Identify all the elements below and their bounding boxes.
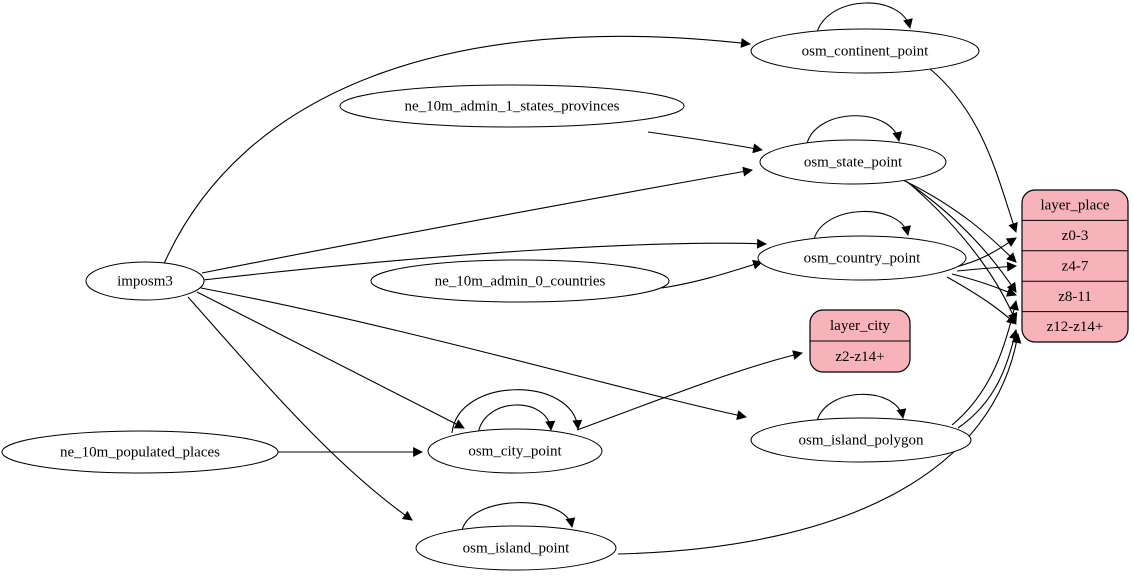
self-loop-osm_continent_point xyxy=(816,2,913,33)
node-osm_city_point: osm_city_point xyxy=(427,428,603,474)
record-row-layer_place-z4-7: z4-7 xyxy=(1062,258,1089,274)
node-osm_country_point: osm_country_point xyxy=(757,235,967,281)
table-node-shape xyxy=(415,525,617,571)
edge-imposm3-osm_country_point xyxy=(202,238,767,281)
record-title-layer_place: layer_place xyxy=(1040,198,1109,214)
table-node-shape xyxy=(757,235,967,281)
source-node-shape xyxy=(85,261,205,301)
node-osm_island_polygon: osm_island_polygon xyxy=(750,417,972,463)
node-ne_10m_admin_0_countries: ne_10m_admin_0_countries xyxy=(370,259,670,303)
node-ne_10m_populated_places: ne_10m_populated_places xyxy=(1,430,279,474)
source-node-shape xyxy=(339,84,685,128)
record-node-layer_city: layer_city z2-z14+ xyxy=(809,309,911,373)
table-node-shape xyxy=(750,417,972,463)
edge-ne_10m_admin_1_states_provinces-osm_state_point xyxy=(647,131,763,154)
edge-imposm3-osm_city_point xyxy=(196,291,465,429)
node-label-osm_state_point: osm_state_point xyxy=(804,154,903,170)
edge-imposm3-osm_island_point xyxy=(187,296,413,521)
edge-ne_10m_admin_0_countries-osm_country_point xyxy=(661,259,763,289)
edge-osm_country_point-layer_place-z8-11 xyxy=(951,273,1017,297)
record-row-layer_place-z8-11: z8-11 xyxy=(1058,289,1092,305)
node-osm_island_point: osm_island_point xyxy=(415,525,617,571)
self-loop-osm_island_point xyxy=(461,502,576,531)
edge-imposm3-osm_state_point xyxy=(201,166,753,274)
edge-imposm3-osm_island_polygon xyxy=(200,287,747,420)
edge-osm_island_polygon-layer_place-z8-11 xyxy=(951,300,1019,426)
record-shape xyxy=(1021,189,1129,343)
self-loop-osm_state_point xyxy=(806,115,903,144)
edge-osm_continent_point-layer_place-z0-3 xyxy=(928,67,1018,233)
edge-osm_state_point-layer_place-z8-11 xyxy=(906,181,1017,293)
node-label-osm_island_point: osm_island_point xyxy=(463,540,571,556)
node-label-osm_island_polygon: osm_island_polygon xyxy=(798,432,924,448)
record-node-layer_place: layer_place z0-3 z4-7 z8-11 z12-z14+ xyxy=(1021,189,1129,343)
record-row-layer_place-z0-3: z0-3 xyxy=(1062,228,1089,244)
edge-layer xyxy=(162,2,1022,555)
record-row-layer_city-z2-z14+: z2-z14+ xyxy=(835,349,884,365)
edge-osm_country_point-layer_place-z4-7 xyxy=(956,261,1017,272)
edge-osm_state_point-layer_place-z4-7 xyxy=(902,179,1017,263)
source-node-shape xyxy=(370,259,670,303)
node-label-imposm3: imposm3 xyxy=(117,273,173,289)
node-osm_state_point: osm_state_point xyxy=(759,139,947,185)
table-node-shape xyxy=(427,428,603,474)
self-loop-osm_city_point xyxy=(477,404,556,435)
record-row-layer_place-z12-z14+: z12-z14+ xyxy=(1047,319,1104,335)
node-label-ne_10m_admin_0_countries: ne_10m_admin_0_countries xyxy=(435,273,606,289)
edge-osm_island_point-layer_place-z12-z14+ xyxy=(617,333,1022,555)
self-loop-osm_country_point xyxy=(813,210,911,240)
self-loop-osm_island_polygon xyxy=(816,393,907,422)
source-node-shape xyxy=(1,430,279,474)
node-label-osm_country_point: osm_country_point xyxy=(804,250,921,266)
node-label-ne_10m_populated_places: ne_10m_populated_places xyxy=(60,444,220,460)
self-loop-osm_city_point xyxy=(451,389,583,434)
node-label-ne_10m_admin_1_states_provinces: ne_10m_admin_1_states_provinces xyxy=(405,98,620,114)
edge-osm_city_point-layer_city-z2-z14+ xyxy=(576,350,803,431)
edge-imposm3-osm_continent_point xyxy=(162,35,751,267)
node-imposm3: imposm3 xyxy=(85,261,205,301)
node-osm_continent_point: osm_continent_point xyxy=(750,28,980,74)
table-node-shape xyxy=(750,28,980,74)
record-title-layer_city: layer_city xyxy=(830,318,890,334)
table-node-shape xyxy=(759,139,947,185)
node-label-osm_continent_point: osm_continent_point xyxy=(802,43,929,59)
node-ne_10m_admin_1_states_provinces: ne_10m_admin_1_states_provinces xyxy=(339,84,685,128)
node-label-osm_city_point: osm_city_point xyxy=(468,443,562,459)
